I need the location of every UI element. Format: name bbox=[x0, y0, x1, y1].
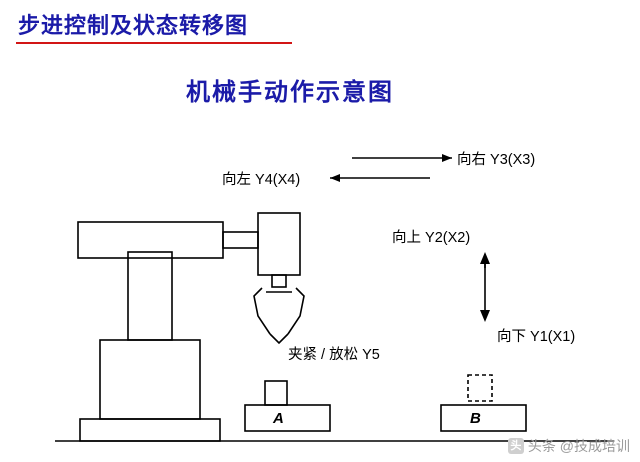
station-label-a: A bbox=[273, 410, 284, 427]
label-move-left: 向左 Y4(X4) bbox=[222, 172, 301, 188]
arrow-left bbox=[330, 174, 430, 182]
workpiece-b-ghost bbox=[467, 374, 493, 402]
page-title: 步进控制及状态转移图 bbox=[18, 13, 249, 38]
watermark-text: 头条 @技成培训 bbox=[527, 438, 630, 454]
gripper-jaws bbox=[253, 287, 305, 345]
station-label-b: B bbox=[470, 410, 481, 427]
label-move-right: 向右 Y3(X3) bbox=[457, 152, 536, 168]
arrow-down bbox=[480, 262, 490, 322]
label-gripper: 夹紧 / 放松 Y5 bbox=[288, 347, 380, 363]
label-move-down: 向下 Y1(X1) bbox=[497, 329, 576, 345]
platform-a bbox=[244, 404, 331, 432]
diagram-subtitle: 机械手动作示意图 bbox=[186, 79, 394, 106]
robot-arm-rail bbox=[222, 231, 259, 249]
robot-base-plate bbox=[79, 418, 221, 442]
title-underline bbox=[16, 42, 292, 44]
robot-pedestal bbox=[99, 339, 201, 420]
robot-wrist-head bbox=[257, 212, 301, 276]
robot-column bbox=[127, 251, 173, 341]
workpiece-a bbox=[264, 380, 288, 406]
platform-b bbox=[440, 404, 527, 432]
watermark: 头 头条 @技成培训 bbox=[507, 436, 630, 456]
watermark-badge-icon: 头 bbox=[507, 438, 524, 454]
label-move-up: 向上 Y2(X2) bbox=[392, 230, 471, 246]
robot-gripper-neck bbox=[271, 274, 287, 288]
arrow-right bbox=[352, 154, 452, 162]
